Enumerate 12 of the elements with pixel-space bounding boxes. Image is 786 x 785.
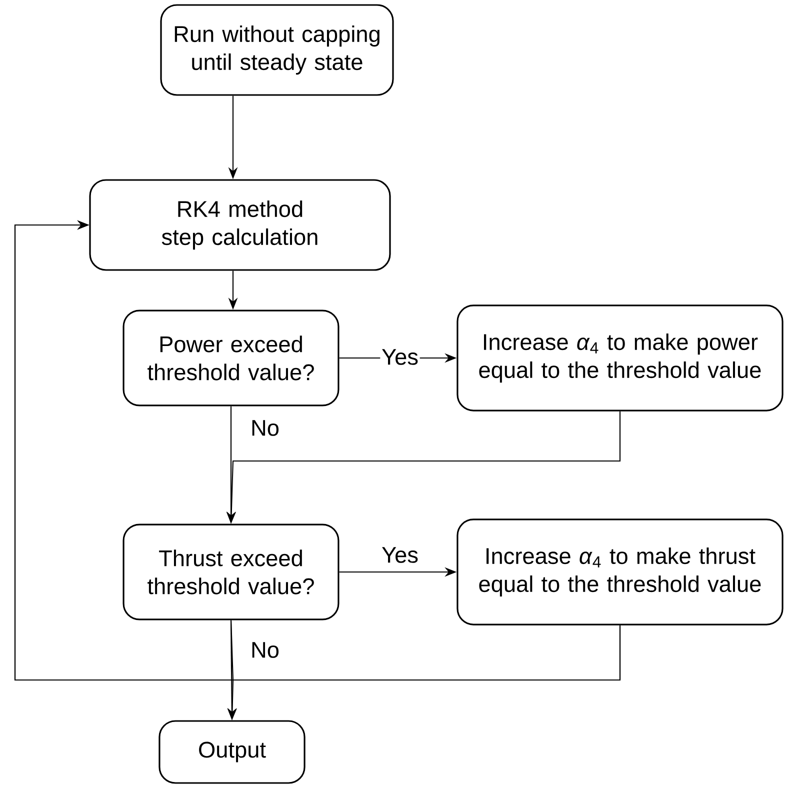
process-box: Power exceed threshold value? [122, 310, 340, 406]
process-box: Thrust exceed threshold value? [122, 524, 340, 620]
edge-label: Yes [380, 348, 420, 366]
edge-label: Yes [380, 546, 420, 564]
arrow [14, 220, 621, 681]
edge-label: No [249, 418, 281, 438]
process-box: Increase α$_{4}$ to make thrust equal to the threshold value [456, 518, 784, 626]
process-box: RK4 method step calculation [89, 179, 391, 271]
process-box: Output [158, 720, 306, 784]
process-box: Run without capping until steady state [160, 4, 394, 96]
process-box: Increase α$_{4}$ to make power equal to the threshold value [456, 304, 784, 412]
edge-label: No [249, 640, 281, 660]
